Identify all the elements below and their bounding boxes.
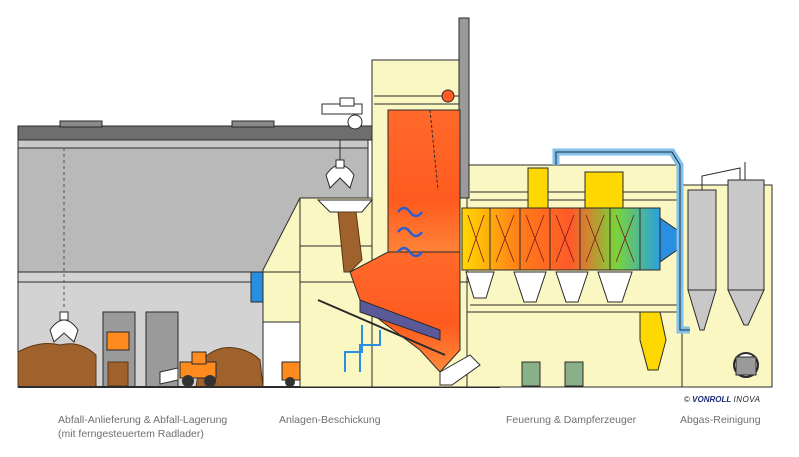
caption-combustion: Feuerung & Dampferzeuger: [506, 414, 637, 426]
waste-crane-grab-upper: [325, 140, 355, 189]
residue-container: [733, 352, 759, 378]
brand-suffix: INOVA: [733, 395, 761, 404]
remote-wheel-loader: [159, 351, 217, 387]
copyright-logo: © VONROLL INOVA: [684, 395, 760, 404]
caption-delivery: Abfall-Anlieferung & Abfall-Lagerung (mi…: [58, 413, 227, 441]
feed-hopper: [316, 199, 374, 273]
roof-crane-trolley: [321, 97, 363, 130]
caption-delivery-line2: (mit ferngesteuertem Radlader): [58, 428, 204, 440]
waste-incineration-plant-diagram: [17, 17, 773, 388]
ash-hoppers: [465, 271, 667, 371]
brand-name: VONROLL: [692, 395, 732, 404]
furnace-boiler: [349, 89, 461, 373]
heat-exchanger-bundles: [461, 167, 681, 271]
flue-gas-duct: [552, 148, 690, 334]
flue-gas-cleaning-silos: [687, 162, 765, 331]
caption-charging: Anlagen-Beschickung: [279, 414, 381, 426]
combustion-grate: [317, 299, 481, 386]
caption-flue-gas: Abgas-Reinigung: [680, 414, 761, 426]
caption-delivery-line1: Abfall-Anlieferung & Abfall-Lagerung: [58, 414, 228, 426]
floor-tanks: [344, 325, 584, 387]
waste-crane-grab-lower: [49, 311, 79, 343]
copyright-symbol: ©: [684, 395, 690, 404]
chimney-stack: [458, 17, 470, 199]
